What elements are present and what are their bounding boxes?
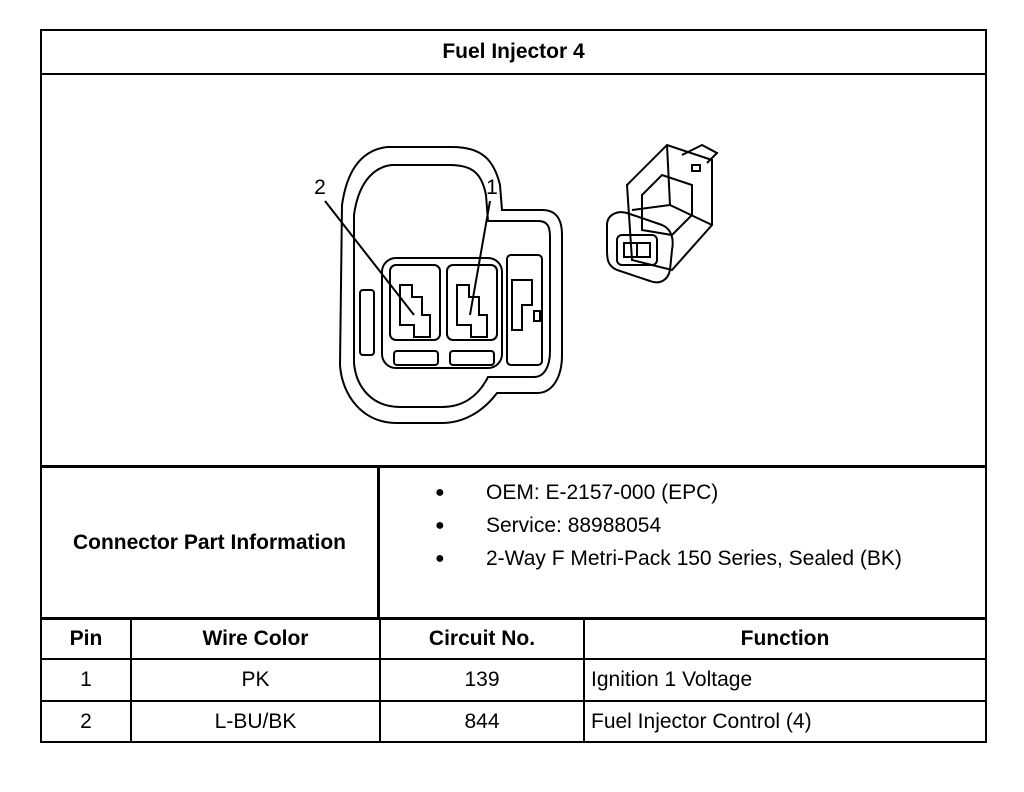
bullet-icon: ● (435, 517, 445, 534)
connector-inner-body (353, 164, 551, 408)
pin-2-leader (324, 200, 415, 316)
cavity-housing (381, 257, 503, 369)
pin-2-cavity (389, 264, 441, 341)
info-item-service: ●Service: 88988054 (380, 509, 985, 542)
connector-sheet: Fuel Injector 4 (40, 29, 987, 743)
header-circuit-no: Circuit No. (379, 620, 585, 660)
pin-1-cavity (446, 264, 498, 341)
pin-1-leader (469, 200, 491, 316)
connector-figure: 2 1 (42, 75, 985, 468)
page-title: Fuel Injector 4 (42, 31, 985, 75)
pin-table: Pin Wire Color Circuit No. Function 1 PK… (42, 620, 985, 742)
header-pin: Pin (42, 620, 132, 660)
connector-left-clip (359, 289, 375, 356)
bullet-icon: ● (435, 484, 445, 501)
wire-color-cell: L-BU/BK (130, 700, 381, 742)
seal-left (393, 350, 439, 366)
connector-drawing: 2 1 (314, 143, 719, 424)
function-cell: Ignition 1 Voltage (583, 658, 985, 702)
pin-cell: 2 (42, 700, 132, 742)
connector-info-list: ●OEM: E-2157-000 (EPC) ●Service: 8898805… (380, 476, 985, 575)
connector-perspective-view (606, 143, 719, 284)
pin-table-header: Pin Wire Color Circuit No. Function (42, 620, 985, 660)
connector-info-section: Connector Part Information ●OEM: E-2157-… (42, 468, 985, 620)
connector-latch (506, 254, 543, 366)
pin-2-callout: 2 (314, 176, 326, 199)
header-function: Function (583, 620, 985, 660)
connector-outer-body (338, 146, 563, 424)
pin-1-callout: 1 (486, 176, 498, 199)
table-row: 2 L-BU/BK 844 Fuel Injector Control (4) (42, 700, 985, 742)
seal-right (449, 350, 495, 366)
wire-color-cell: PK (130, 658, 381, 702)
function-cell: Fuel Injector Control (4) (583, 700, 985, 742)
header-wire-color: Wire Color (130, 620, 381, 660)
connector-info-label: Connector Part Information (42, 468, 380, 617)
bullet-icon: ● (435, 550, 445, 567)
info-item-oem: ●OEM: E-2157-000 (EPC) (380, 476, 985, 509)
table-row: 1 PK 139 Ignition 1 Voltage (42, 658, 985, 702)
circuit-cell: 139 (379, 658, 585, 702)
pin-cell: 1 (42, 658, 132, 702)
circuit-cell: 844 (379, 700, 585, 742)
info-item-description: ●2-Way F Metri-Pack 150 Series, Sealed (… (380, 542, 985, 575)
